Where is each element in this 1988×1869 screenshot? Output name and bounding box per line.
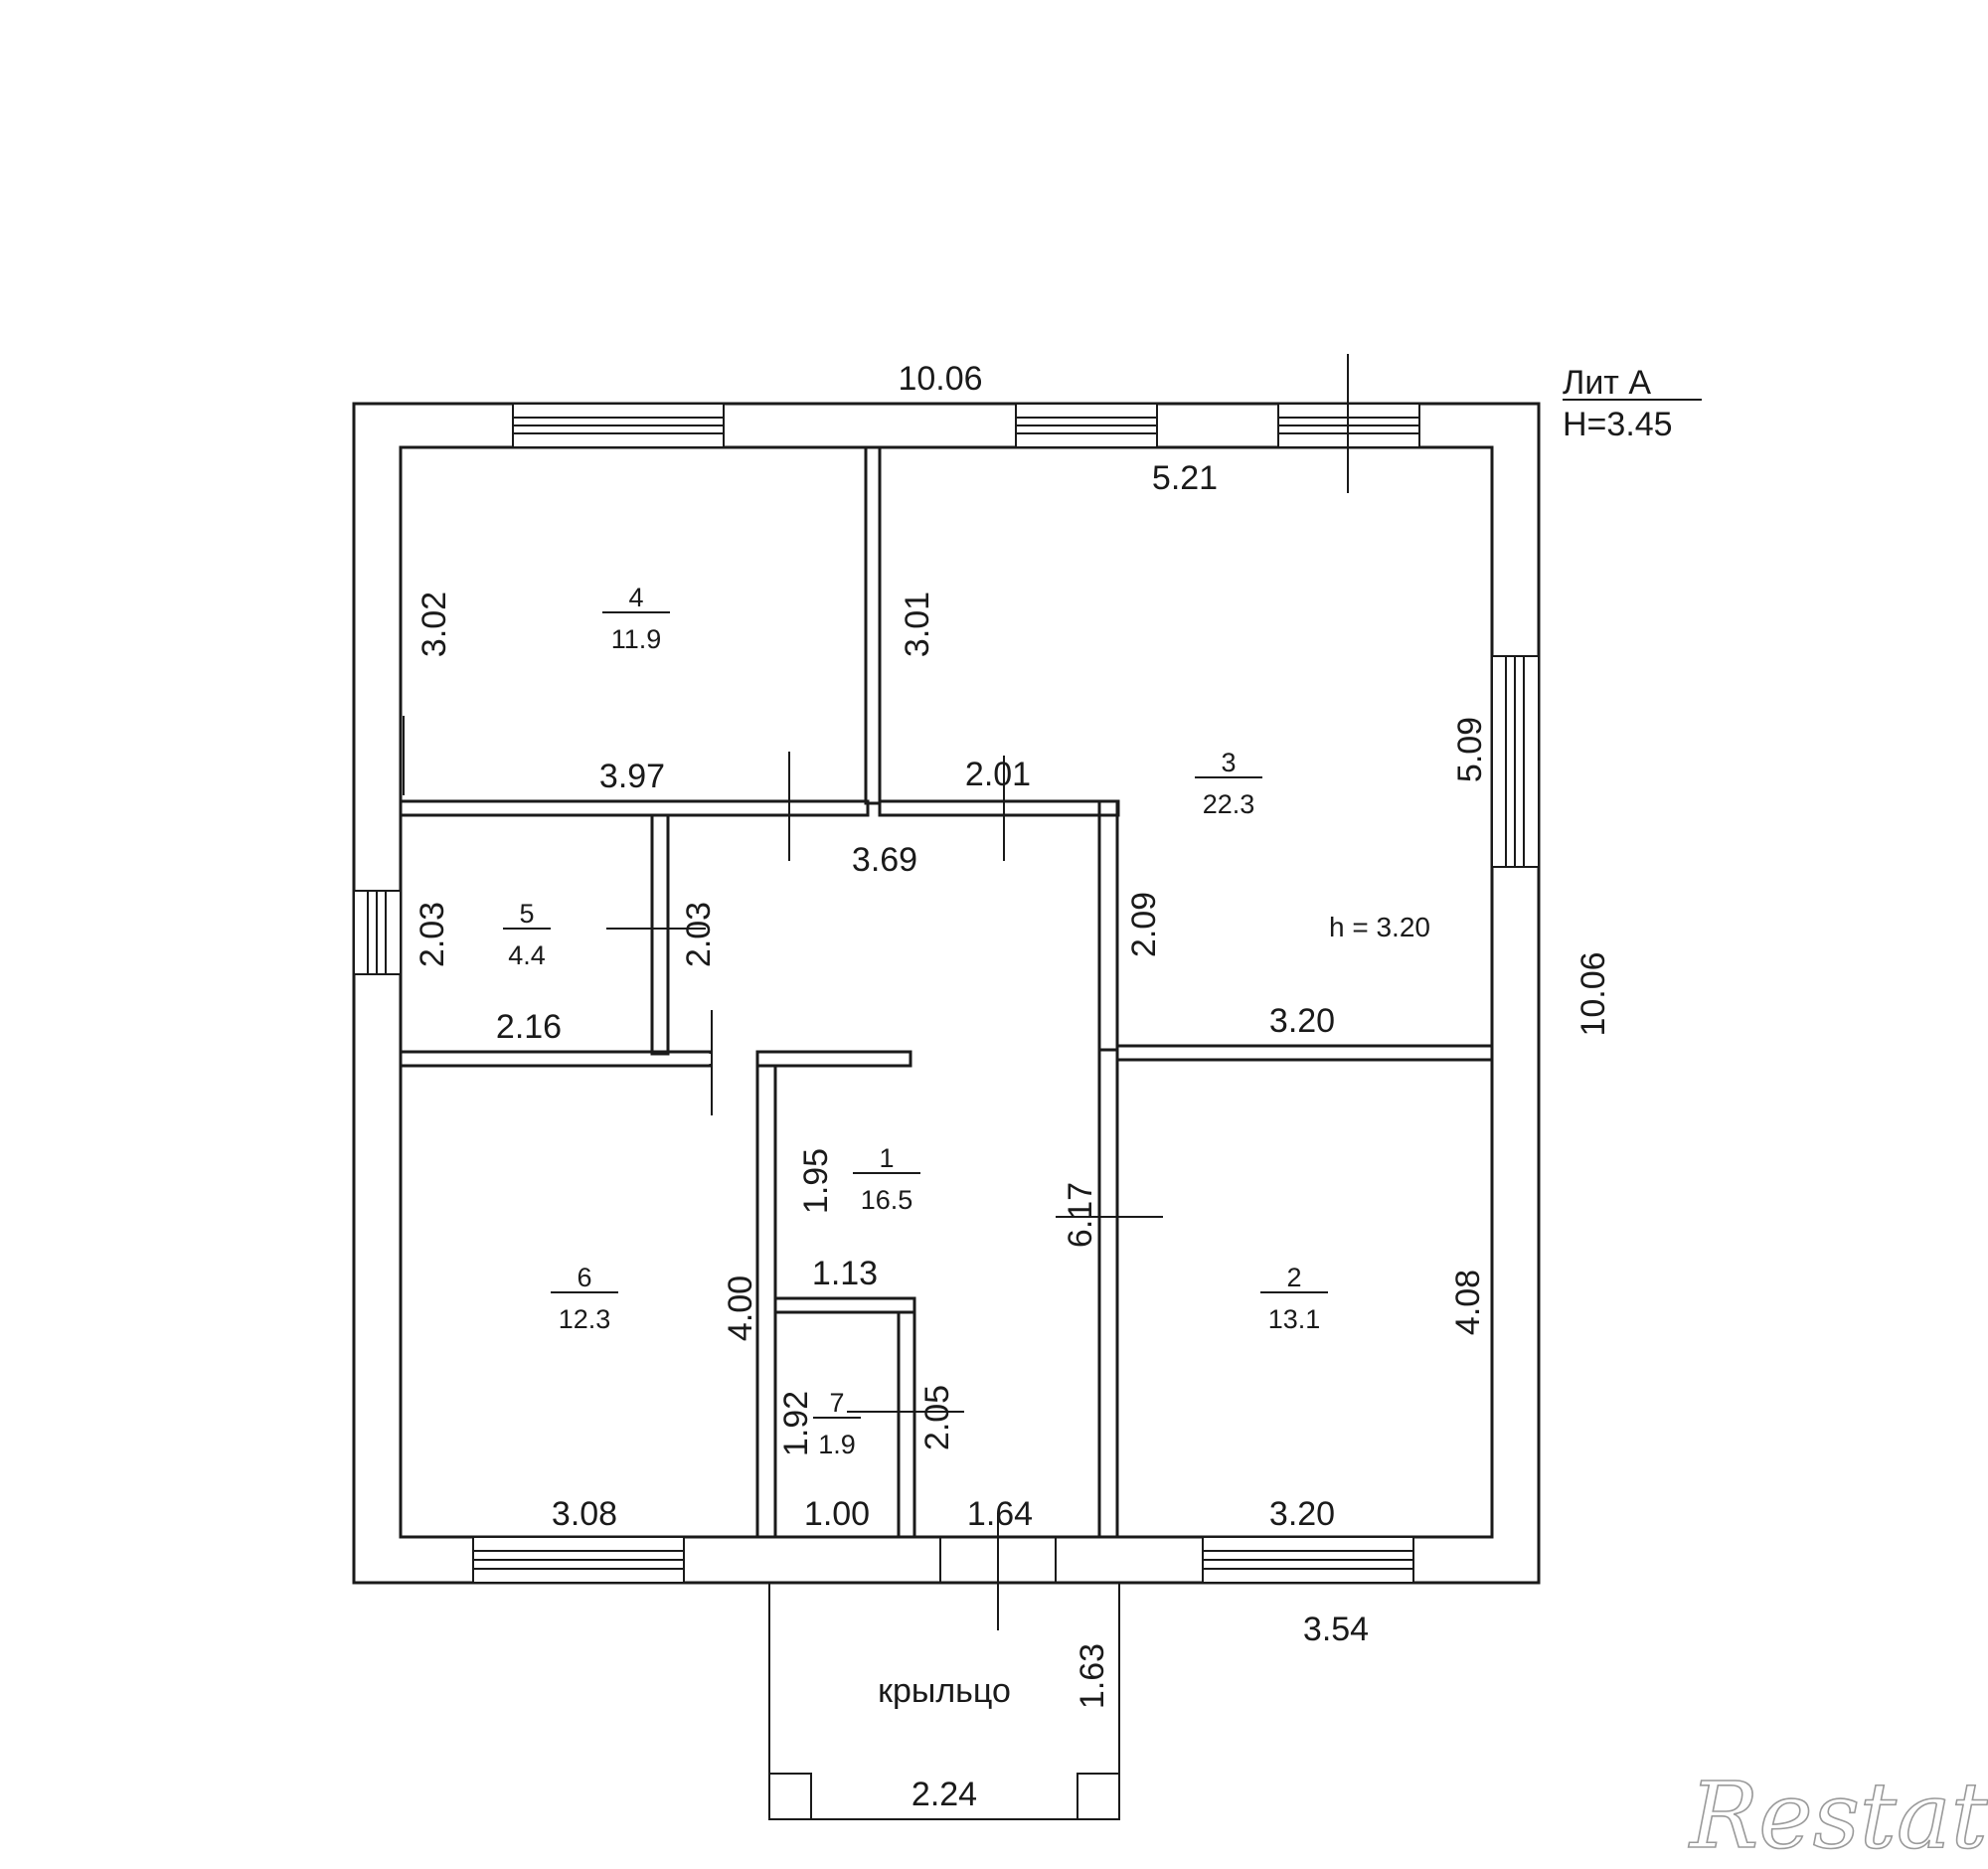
room-4-area: 11.9 — [611, 624, 662, 654]
porch-label: крыльцо — [878, 1672, 1011, 1710]
dimension-label: 2.01 — [965, 756, 1031, 793]
room-1-number: 1 — [879, 1143, 894, 1173]
dimension-label: 3.01 — [899, 592, 936, 657]
room-6-number: 6 — [577, 1263, 591, 1292]
porch-width-dimension: 2.24 — [911, 1776, 977, 1813]
dimension-label: 5.21 — [1152, 459, 1218, 497]
dimension-label: 1.64 — [967, 1495, 1033, 1533]
dimension-label: 2.03 — [680, 902, 718, 967]
dimension-label: 2.05 — [918, 1385, 956, 1450]
dimension-label: 5.09 — [1451, 717, 1489, 782]
room-7-area: 1.9 — [818, 1430, 856, 1459]
overall-width-dimension: 10.06 — [898, 360, 982, 398]
window-bottom-1 — [472, 1536, 685, 1584]
room-3-area: 22.3 — [1203, 789, 1255, 819]
dimension-label: 1.00 — [804, 1495, 870, 1533]
window-top-2 — [1015, 403, 1158, 448]
ceiling-height-note: h = 3.20 — [1329, 912, 1430, 942]
building-info: Лит А H=3.45 — [1563, 364, 1702, 443]
dimension-label: 4.00 — [722, 1275, 759, 1341]
porch — [768, 1582, 1120, 1820]
window-bottom-2 — [1202, 1536, 1414, 1584]
room-4-label: 411.9 — [602, 583, 670, 654]
dimension-label: 2.03 — [414, 902, 451, 967]
doors — [606, 354, 1349, 1630]
room-5-number: 5 — [519, 899, 534, 929]
room-1-label: 116.5 — [853, 1143, 920, 1215]
dimension-label: 3.20 — [1269, 1002, 1335, 1040]
windows — [353, 403, 1540, 1584]
dimension-label: 3.02 — [415, 592, 453, 657]
room-3-label: 322.3 — [1195, 748, 1262, 819]
dimension-label: 1.92 — [777, 1391, 815, 1456]
restate-watermark-logo: Restate — [1688, 1763, 1988, 1869]
room-2-number: 2 — [1286, 1263, 1301, 1292]
room-3-number: 3 — [1221, 748, 1236, 777]
porch-depth-dimension: 1.63 — [1074, 1643, 1111, 1709]
interior-walls — [399, 445, 1494, 1539]
room-7-number: 7 — [829, 1388, 844, 1418]
room-labels: 411.9 322.3 54.4 116.5 612.3 213.1 71.9 — [503, 583, 1328, 1459]
dimension-label: 3.20 — [1269, 1495, 1335, 1533]
window-left — [353, 890, 402, 975]
room-5-label: 54.4 — [503, 899, 551, 970]
room-6-area: 12.3 — [559, 1304, 611, 1334]
room-1-area: 16.5 — [861, 1185, 913, 1215]
dimension-label: 4.08 — [1449, 1270, 1487, 1335]
building-lit-label: Лит А — [1563, 364, 1651, 402]
dimension-label: 1.95 — [797, 1148, 835, 1214]
window-right — [1491, 655, 1540, 868]
vertical-dimensions: 3.02 3.01 5.09 2.03 2.03 2.09 10.06 1.95… — [414, 592, 1612, 1709]
dimension-label: 6.17 — [1062, 1182, 1099, 1248]
dimension-label: 3.97 — [599, 758, 665, 795]
dimension-label: 2.16 — [496, 1008, 562, 1046]
dimension-label: 3.54 — [1303, 1611, 1369, 1648]
room-6-label: 612.3 — [551, 1263, 618, 1334]
room-5-area: 4.4 — [508, 940, 546, 970]
dimension-label: 3.69 — [852, 841, 917, 879]
dimension-label: 2.09 — [1125, 892, 1163, 957]
room-7-label: 71.9 — [813, 1388, 861, 1459]
dimension-label: 1.13 — [812, 1255, 878, 1292]
horizontal-dimensions: 10.06 5.21 3.97 2.01 3.69 h = 3.20 2.16 … — [496, 360, 1430, 1813]
dimension-label: 3.08 — [552, 1495, 617, 1533]
room-2-label: 213.1 — [1260, 1263, 1328, 1334]
overall-height-dimension: 10.06 — [1574, 951, 1612, 1036]
window-top-1 — [512, 403, 725, 448]
room-2-area: 13.1 — [1268, 1304, 1321, 1334]
building-height-label: H=3.45 — [1563, 406, 1673, 443]
room-4-number: 4 — [628, 583, 643, 612]
